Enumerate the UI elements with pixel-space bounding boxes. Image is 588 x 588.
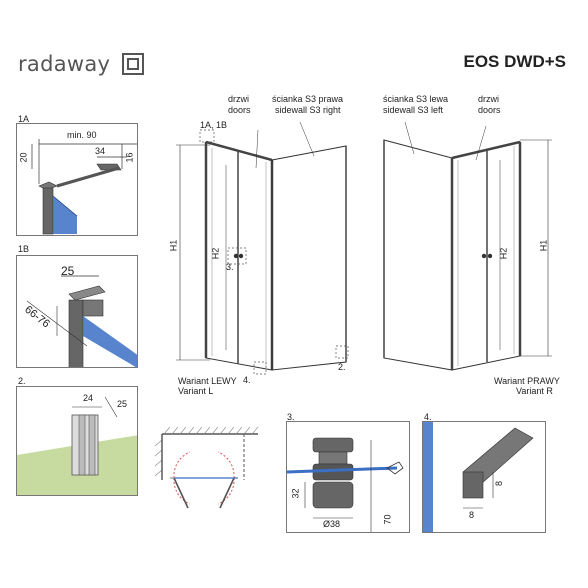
detail-1a-drawing xyxy=(31,139,137,235)
dim-25-2: 25 xyxy=(117,399,128,409)
dim-38: Ø38 xyxy=(323,519,341,529)
dim-16: 16 xyxy=(124,152,135,163)
detail-4-panel: 8 8 xyxy=(422,421,546,533)
detail-1b-panel: 25 66-76 xyxy=(16,255,138,368)
right-doors-en: doors xyxy=(478,105,501,115)
detail-1a-label: 1A xyxy=(18,114,30,124)
ref-1a-1b: 1A, 1B xyxy=(200,120,228,130)
detail-1b-label: 1B xyxy=(18,244,30,254)
left-sidewall-pl: ścianka S3 prawa xyxy=(272,94,344,104)
model-title: EOS DWD+S xyxy=(463,52,567,71)
right-h1: H1 xyxy=(538,239,549,252)
dim-24: 24 xyxy=(83,393,94,403)
detail-3-panel: 32 Ø38 70 xyxy=(286,421,410,533)
left-h1: H1 xyxy=(168,239,179,252)
right-sidewall-pl: ścianka S3 lewa xyxy=(383,94,449,104)
left-doors-pl: drzwi xyxy=(228,94,250,104)
left-variant-en: Variant L xyxy=(178,386,214,396)
detail-4-drawing xyxy=(423,422,534,532)
dim-8-height: 8 xyxy=(494,480,505,487)
left-mark-4: 4. xyxy=(243,375,251,385)
dim-20: 20 xyxy=(18,152,29,163)
brand-logo-text: radaway xyxy=(18,52,111,76)
dim-min90: min. 90 xyxy=(67,130,97,140)
left-mark-2: 2. xyxy=(338,362,346,372)
left-variant-pl: Wariant LEWY xyxy=(178,376,237,386)
detail-3-label: 3. xyxy=(287,412,295,422)
left-doors-en: doors xyxy=(228,105,251,115)
detail-1b-drawing xyxy=(26,275,137,367)
detail-2-drawing xyxy=(17,396,137,495)
left-sidewall-en: sidewall S3 right xyxy=(275,105,341,115)
detail-2-label: 2. xyxy=(18,376,26,386)
left-h2: H2 xyxy=(210,247,221,260)
dim-25-1b: 25 xyxy=(61,264,75,278)
dim-70: 70 xyxy=(382,514,393,525)
brand-square-icon xyxy=(122,53,144,75)
dim-32: 32 xyxy=(290,488,301,499)
detail-4-label: 4. xyxy=(424,412,432,422)
left-mark-3: 3. xyxy=(226,262,234,272)
right-sidewall-en: sidewall S3 left xyxy=(383,105,444,115)
detail-2-panel: 24 25 xyxy=(16,386,138,496)
right-variant-en: Variant R xyxy=(516,386,553,396)
dim-8-width: 8 xyxy=(469,510,475,520)
detail-3-drawing xyxy=(287,437,404,532)
dim-34: 34 xyxy=(95,146,106,156)
right-variant-pl: Wariant PRAWY xyxy=(494,376,560,386)
right-h2: H2 xyxy=(498,247,509,260)
detail-1a-panel: min. 90 20 34 16 xyxy=(16,123,138,236)
right-doors-pl: drzwi xyxy=(478,94,500,104)
